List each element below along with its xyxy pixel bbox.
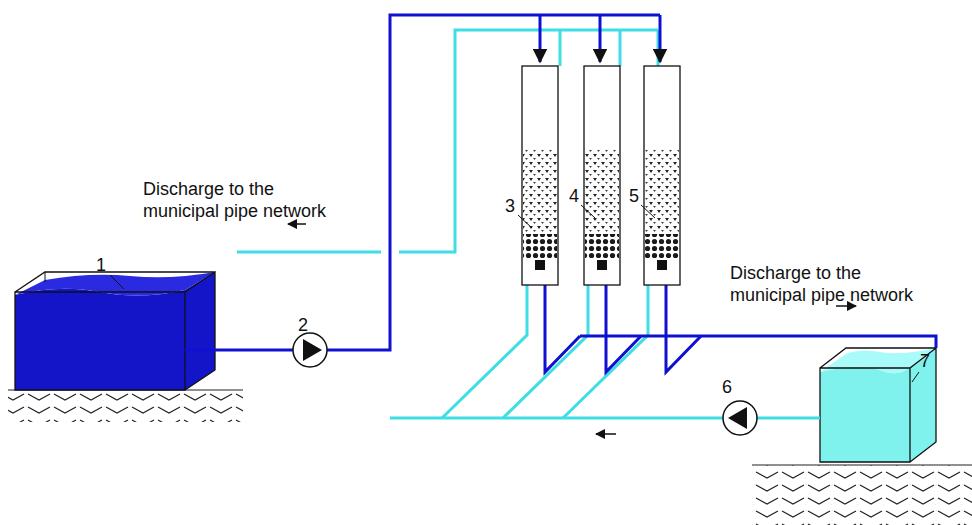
feed-pipe	[185, 15, 936, 372]
flow-arrow	[288, 224, 856, 434]
filter-column	[522, 66, 558, 285]
callout-number: 7	[920, 350, 930, 372]
callout-number: 3	[505, 195, 515, 217]
filter-column	[584, 66, 620, 285]
discharge-note: Discharge to the municipal pipe network	[143, 178, 353, 222]
raw-water-tank	[15, 272, 215, 390]
treated-water-tank	[820, 348, 936, 462]
discharge-note: Discharge to the municipal pipe network	[730, 262, 940, 306]
pump-symbol	[293, 333, 327, 367]
callout-number: 4	[569, 185, 579, 207]
pump-symbol	[723, 401, 757, 435]
backwash-pipe	[237, 30, 820, 418]
callout-number: 5	[629, 185, 639, 207]
callout-number: 2	[298, 314, 308, 336]
ground-hatch	[752, 465, 972, 525]
callout-number: 1	[96, 254, 106, 276]
callout-number: 6	[722, 376, 732, 398]
ground-hatch	[8, 390, 243, 422]
filter-column	[644, 66, 680, 285]
